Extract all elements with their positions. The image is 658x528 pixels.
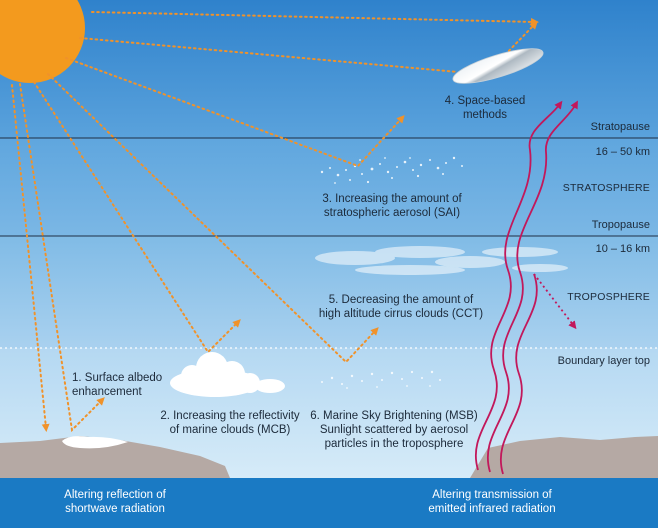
footer-left-line-2: shortwave radiation: [65, 503, 165, 515]
method-3-label: 3. Increasing the amount of stratospheri…: [292, 192, 492, 220]
method-4-line-1: 4. Space-based: [444, 95, 526, 107]
troposphere-label: TROPOSPHERE: [567, 291, 650, 303]
albedo-reflection-arrow: [19, 83, 105, 433]
footer-right-line-1: Altering transmission of: [432, 489, 552, 501]
ir-wave-1: [475, 100, 563, 471]
method-3-line-1: 3. Increasing the amount of: [322, 193, 462, 205]
right-land: [470, 436, 658, 478]
method-6-line-1: 6. Marine Sky Brightening (MSB): [310, 410, 478, 422]
sunray-mirror-incoming: [79, 37, 459, 73]
method-1-line-1: 1. Surface albedo: [72, 372, 163, 384]
upper-atmosphere-band: [0, 0, 658, 138]
mirror-reflection-arrow: [497, 21, 538, 63]
troposphere-range-label: 10 – 16 km: [595, 243, 650, 255]
left-land: [0, 436, 230, 478]
ir-wave-2: [487, 100, 578, 473]
sun-icon: [0, 0, 85, 83]
method-3-line-2: stratospheric aerosol (SAI): [323, 207, 461, 219]
sunlight-paths: [11, 11, 539, 433]
cct-path-arrow: [47, 73, 379, 364]
marine-cloud: [170, 352, 285, 397]
stratospheric-aerosol: [320, 156, 463, 184]
tropopause-label: Tropopause: [591, 219, 650, 231]
sunray-to-mirror: [91, 11, 539, 26]
method-2-label: 2. Increasing the reflectivity of marine…: [140, 409, 320, 437]
method-5-label: 5. Decreasing the amount of high altitud…: [292, 293, 510, 321]
method-4-line-2: methods: [462, 109, 508, 121]
footer-left-line-1: Altering reflection of: [64, 489, 166, 501]
sunray-to-surface-1: [11, 84, 50, 432]
sai-reflection-arrow: [65, 57, 405, 168]
mcb-reflection-arrow: [33, 81, 241, 354]
boundary-layer-label: Boundary layer top: [557, 355, 650, 367]
footer-bar: [0, 478, 658, 528]
stratosphere-range-label: 16 – 50 km: [595, 146, 650, 158]
stratosphere-band: [0, 138, 658, 236]
method-6-line-2: Sunlight scattered by aerosol: [319, 424, 469, 436]
footer-right-label: Altering transmission of emitted infrare…: [392, 488, 592, 516]
ir-scatter-arrow: [533, 273, 577, 330]
albedo-surface: [62, 436, 128, 449]
method-5-line-1: 5. Decreasing the amount of: [328, 294, 474, 306]
footer-left-label: Altering reflection of shortwave radiati…: [20, 488, 210, 516]
method-6-line-3: particles in the troposphere: [324, 438, 464, 450]
stratopause-label: Stratopause: [590, 121, 650, 133]
method-1-line-2: enhancement: [72, 386, 142, 398]
stratosphere-label: STRATOSPHERE: [562, 182, 650, 194]
method-4-label: 4. Space-based methods: [420, 94, 550, 122]
ir-wave-3: [500, 273, 538, 475]
method-2-line-2: of marine clouds (MCB): [169, 424, 291, 436]
footer-right-line-2: emitted infrared radiation: [428, 503, 556, 515]
infrared-radiation-arrows: [475, 100, 578, 475]
boundary-aerosol: [321, 370, 441, 389]
space-mirror: [452, 48, 544, 84]
method-6-label: 6. Marine Sky Brightening (MSB) Sunlight…: [296, 409, 492, 451]
method-1-label: 1. Surface albedo enhancement: [72, 371, 192, 399]
cirrus-clouds: [315, 246, 568, 275]
method-5-line-2: high altitude cirrus clouds (CCT): [318, 308, 484, 320]
method-2-line-1: 2. Increasing the reflectivity: [160, 410, 300, 422]
